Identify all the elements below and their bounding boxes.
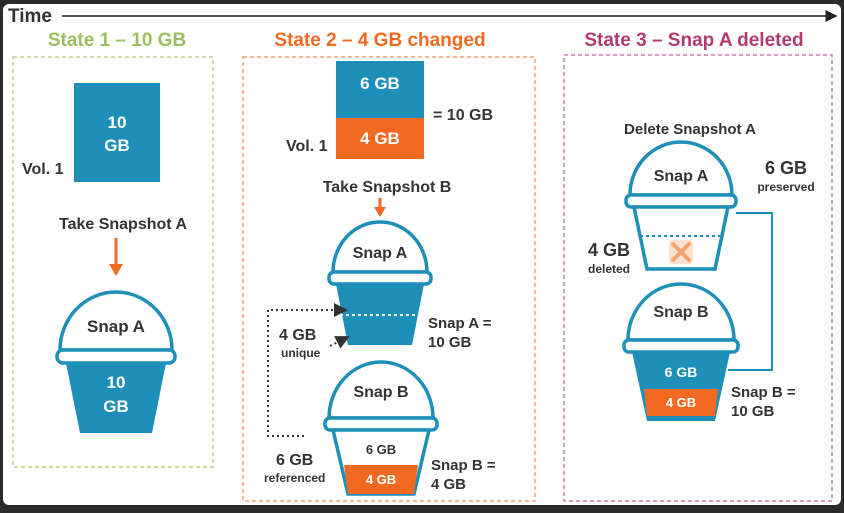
unique-arrow — [329, 336, 350, 349]
snap-a-label: Snap A — [353, 245, 408, 262]
preserved-size: 6 GB — [765, 158, 807, 178]
bucket-snap-a — [327, 220, 433, 345]
snap-b-bottom-label: 4 GB — [666, 395, 696, 410]
volume-size-line2: GB — [104, 136, 130, 155]
snap-b-equation: Snap B = — [731, 384, 796, 401]
state-1-frame — [12, 56, 214, 468]
state-3-frame — [563, 54, 833, 502]
bucket-snap-a — [55, 290, 177, 433]
bucket-label: Snap A — [87, 317, 145, 336]
bucket-size-line1: 10 — [107, 373, 126, 392]
snap-b-bottom-label: 4 GB — [366, 472, 396, 487]
unchanged-block — [336, 61, 424, 118]
snap-a-size: 10 GB — [428, 334, 472, 351]
delete-snapshot-a-label: Delete Snapshot A — [624, 121, 756, 138]
volume-label: Vol. 1 — [22, 161, 64, 178]
state-3-panel: State 3 – Snap A deleted Delete Snapshot… — [563, 30, 833, 502]
preserved-word: preserved — [757, 180, 814, 194]
snap-b-top-label: 6 GB — [366, 442, 396, 457]
bucket-snap-b — [622, 282, 740, 421]
state-1-panel: State 1 – 10 GB 10 GB Vol. 1 Take Snapsh… — [12, 30, 214, 468]
arrow-down-icon — [374, 198, 386, 217]
preserved-connector — [728, 212, 773, 371]
deleted-size: 4 GB — [588, 240, 630, 260]
reference-arrow — [267, 303, 348, 437]
bucket-snap-b — [323, 360, 439, 496]
snap-b-equation: Snap B = — [431, 457, 496, 474]
unique-word: unique — [281, 346, 321, 360]
unique-size: 4 GB — [279, 327, 316, 344]
volume-size-line1: 10 — [108, 113, 127, 132]
take-snapshot-a-label: Take Snapshot A — [59, 216, 187, 233]
state-2-header: State 2 – 4 GB changed — [274, 30, 485, 51]
bucket-size-line2: GB — [103, 397, 129, 416]
snap-a-label: Snap A — [654, 168, 709, 185]
changed-block — [336, 118, 424, 159]
timeline-label: Time — [8, 6, 52, 27]
state-2-frame — [242, 56, 536, 502]
arrow-down-icon — [109, 238, 123, 276]
snap-b-top-label: 6 GB — [665, 364, 698, 380]
block-bottom-label: 4 GB — [360, 129, 400, 148]
state-2-panel: State 2 – 4 GB changed 6 GB 4 GB = 10 GB… — [242, 30, 536, 502]
referenced-word: referenced — [264, 471, 325, 485]
volume-block — [74, 83, 160, 182]
deleted-word: deleted — [588, 262, 630, 276]
snap-b-label: Snap B — [353, 384, 408, 401]
bucket-snap-a-deleted — [624, 140, 738, 271]
take-snapshot-b-label: Take Snapshot B — [323, 179, 452, 196]
snap-a-equation: Snap A = — [428, 315, 492, 332]
block-top-label: 6 GB — [360, 74, 400, 93]
snap-b-size: 4 GB — [431, 476, 466, 493]
state-1-header: State 1 – 10 GB — [48, 30, 186, 51]
snap-b-label: Snap B — [653, 304, 708, 321]
volume-label: Vol. 1 — [286, 138, 328, 155]
snap-b-size: 10 GB — [731, 403, 775, 420]
delete-x-icon — [669, 240, 693, 264]
total-label: = 10 GB — [433, 107, 493, 124]
referenced-size: 6 GB — [276, 452, 313, 469]
state-3-header: State 3 – Snap A deleted — [584, 30, 803, 51]
